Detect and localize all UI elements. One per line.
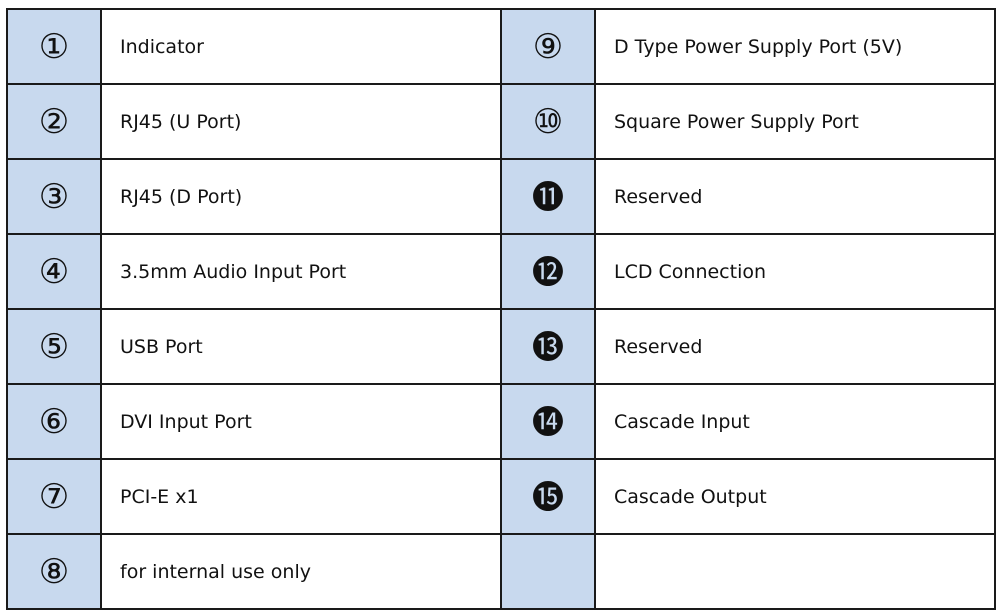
port-label: Cascade Input [594,383,996,460]
port-number: ⓬ [500,233,596,310]
port-number: ⑨ [500,8,596,85]
port-label: Square Power Supply Port [594,83,996,160]
port-number: ⑥ [6,383,102,460]
port-number: ⑦ [6,458,102,535]
port-number: ⑩ [500,83,596,160]
table-row: ⑥ DVI Input Port ⓮ Cascade Input [6,383,996,460]
port-number: ⓭ [500,308,596,385]
port-label-empty [594,533,996,610]
port-number: ⑧ [6,533,102,610]
port-number: ⓫ [500,158,596,235]
port-label: D Type Power Supply Port (5V) [594,8,996,85]
table-row: ⑦ PCI-E x1 ⓯ Cascade Output [6,458,996,535]
port-number: ④ [6,233,102,310]
port-legend-body: ① Indicator ⑨ D Type Power Supply Port (… [6,8,996,610]
port-label: RJ45 (D Port) [100,158,502,235]
port-label: 3.5mm Audio Input Port [100,233,502,310]
port-number: ② [6,83,102,160]
port-legend-table: ① Indicator ⑨ D Type Power Supply Port (… [6,8,996,610]
port-number-empty [500,533,596,610]
port-label: RJ45 (U Port) [100,83,502,160]
port-number: ① [6,8,102,85]
port-label: Reserved [594,158,996,235]
port-label: USB Port [100,308,502,385]
port-number: ⓯ [500,458,596,535]
port-label: LCD Connection [594,233,996,310]
table-row: ② RJ45 (U Port) ⑩ Square Power Supply Po… [6,83,996,160]
port-number: ⑤ [6,308,102,385]
port-label: Indicator [100,8,502,85]
port-number: ③ [6,158,102,235]
table-row: ⑤ USB Port ⓭ Reserved [6,308,996,385]
port-number: ⓮ [500,383,596,460]
table-row: ① Indicator ⑨ D Type Power Supply Port (… [6,8,996,85]
port-label: DVI Input Port [100,383,502,460]
table-row: ⑧ for internal use only [6,533,996,610]
table-row: ③ RJ45 (D Port) ⓫ Reserved [6,158,996,235]
port-label: Cascade Output [594,458,996,535]
table-row: ④ 3.5mm Audio Input Port ⓬ LCD Connectio… [6,233,996,310]
port-label: Reserved [594,308,996,385]
port-label: for internal use only [100,533,502,610]
port-label: PCI-E x1 [100,458,502,535]
